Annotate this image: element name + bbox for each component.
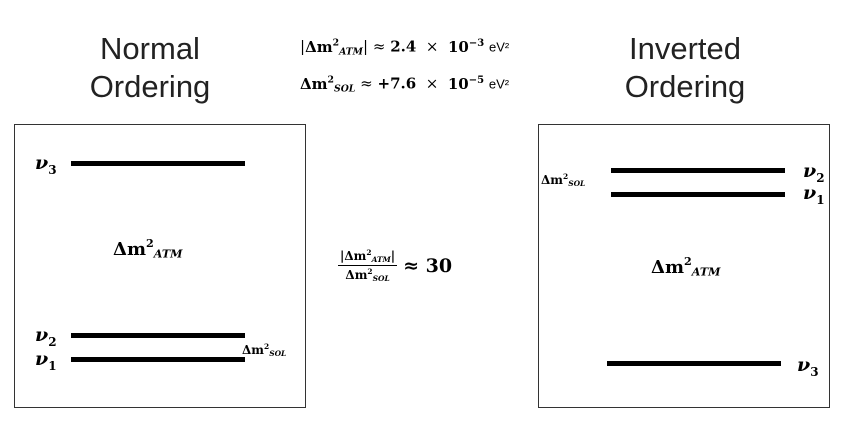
squared: 2 <box>332 37 340 48</box>
ratio-denominator: Δm2SOL <box>345 267 390 284</box>
sol-exponent: −5 <box>468 74 485 86</box>
nu2-level-line <box>71 333 245 338</box>
squared: 2 <box>327 74 334 85</box>
nu3-label: ν3 <box>35 152 57 177</box>
approx-sign: ≈ <box>360 74 373 93</box>
sol-subscript: SOL <box>334 82 356 94</box>
atm-subscript: ATM <box>339 45 363 57</box>
normal-ordering-box: ν3 Δm2ATM ν2 ν1 <box>14 124 306 408</box>
ratio-result: ≈ 30 <box>403 254 453 277</box>
sol-mass-splitting-formula: Δm2SOL ≈ +7.6 × 10−5 eV² <box>300 74 509 94</box>
sol-mantissa: +7.6 <box>377 74 417 93</box>
nu3-label: ν3 <box>797 354 819 379</box>
nu1-level-line <box>611 192 785 197</box>
nu1-level-line <box>71 357 245 362</box>
nu1-label: ν1 <box>35 348 57 373</box>
nu2-label: ν2 <box>35 324 57 349</box>
nu2-label: ν2 <box>803 160 825 185</box>
heading-line: Ordering <box>624 69 746 104</box>
nu3-level-line <box>607 361 781 366</box>
nu1-label: ν1 <box>803 182 825 207</box>
normal-ordering-heading: Normal Ordering <box>50 30 250 106</box>
ratio-fraction: |Δm2ATM| Δm2SOL <box>338 248 398 284</box>
times-sign: × <box>425 74 439 93</box>
inverted-ordering-box: ν2 ν1 Δm2ATM ν3 <box>538 124 830 408</box>
ten: 10 <box>447 37 469 56</box>
nu3-level-line <box>71 161 245 166</box>
times-sign: × <box>425 37 439 56</box>
atm-splitting-label: Δm2ATM <box>651 255 721 279</box>
ten: 10 <box>447 74 469 93</box>
unit-ev2: eV² <box>488 76 510 92</box>
heading-line: Ordering <box>89 69 211 104</box>
nu2-level-line <box>611 168 785 173</box>
unit-ev2: eV² <box>488 39 510 55</box>
delta-m: Δm <box>300 74 328 93</box>
abs-open: | <box>300 37 306 56</box>
sol-splitting-label-inverted: Δm2SOL <box>541 172 586 189</box>
ratio-numerator: |Δm2ATM| <box>338 248 398 267</box>
approx-sign: ≈ <box>372 37 386 56</box>
atm-mass-splitting-formula: |Δm2ATM| ≈ 2.4 × 10−3 eV² <box>300 37 509 57</box>
sol-splitting-label-normal: Δm2SOL <box>242 342 287 359</box>
atm-mantissa: 2.4 <box>390 37 417 56</box>
atm-exponent: −3 <box>468 37 485 49</box>
inverted-ordering-heading: Inverted Ordering <box>570 30 800 106</box>
heading-line: Normal <box>100 31 200 66</box>
delta-m: Δm <box>305 37 333 56</box>
atm-splitting-label: Δm2ATM <box>113 237 183 261</box>
abs-close: | <box>362 37 369 56</box>
ratio-formula: |Δm2ATM| Δm2SOL ≈ 30 <box>338 248 452 283</box>
heading-line: Inverted <box>628 31 741 66</box>
